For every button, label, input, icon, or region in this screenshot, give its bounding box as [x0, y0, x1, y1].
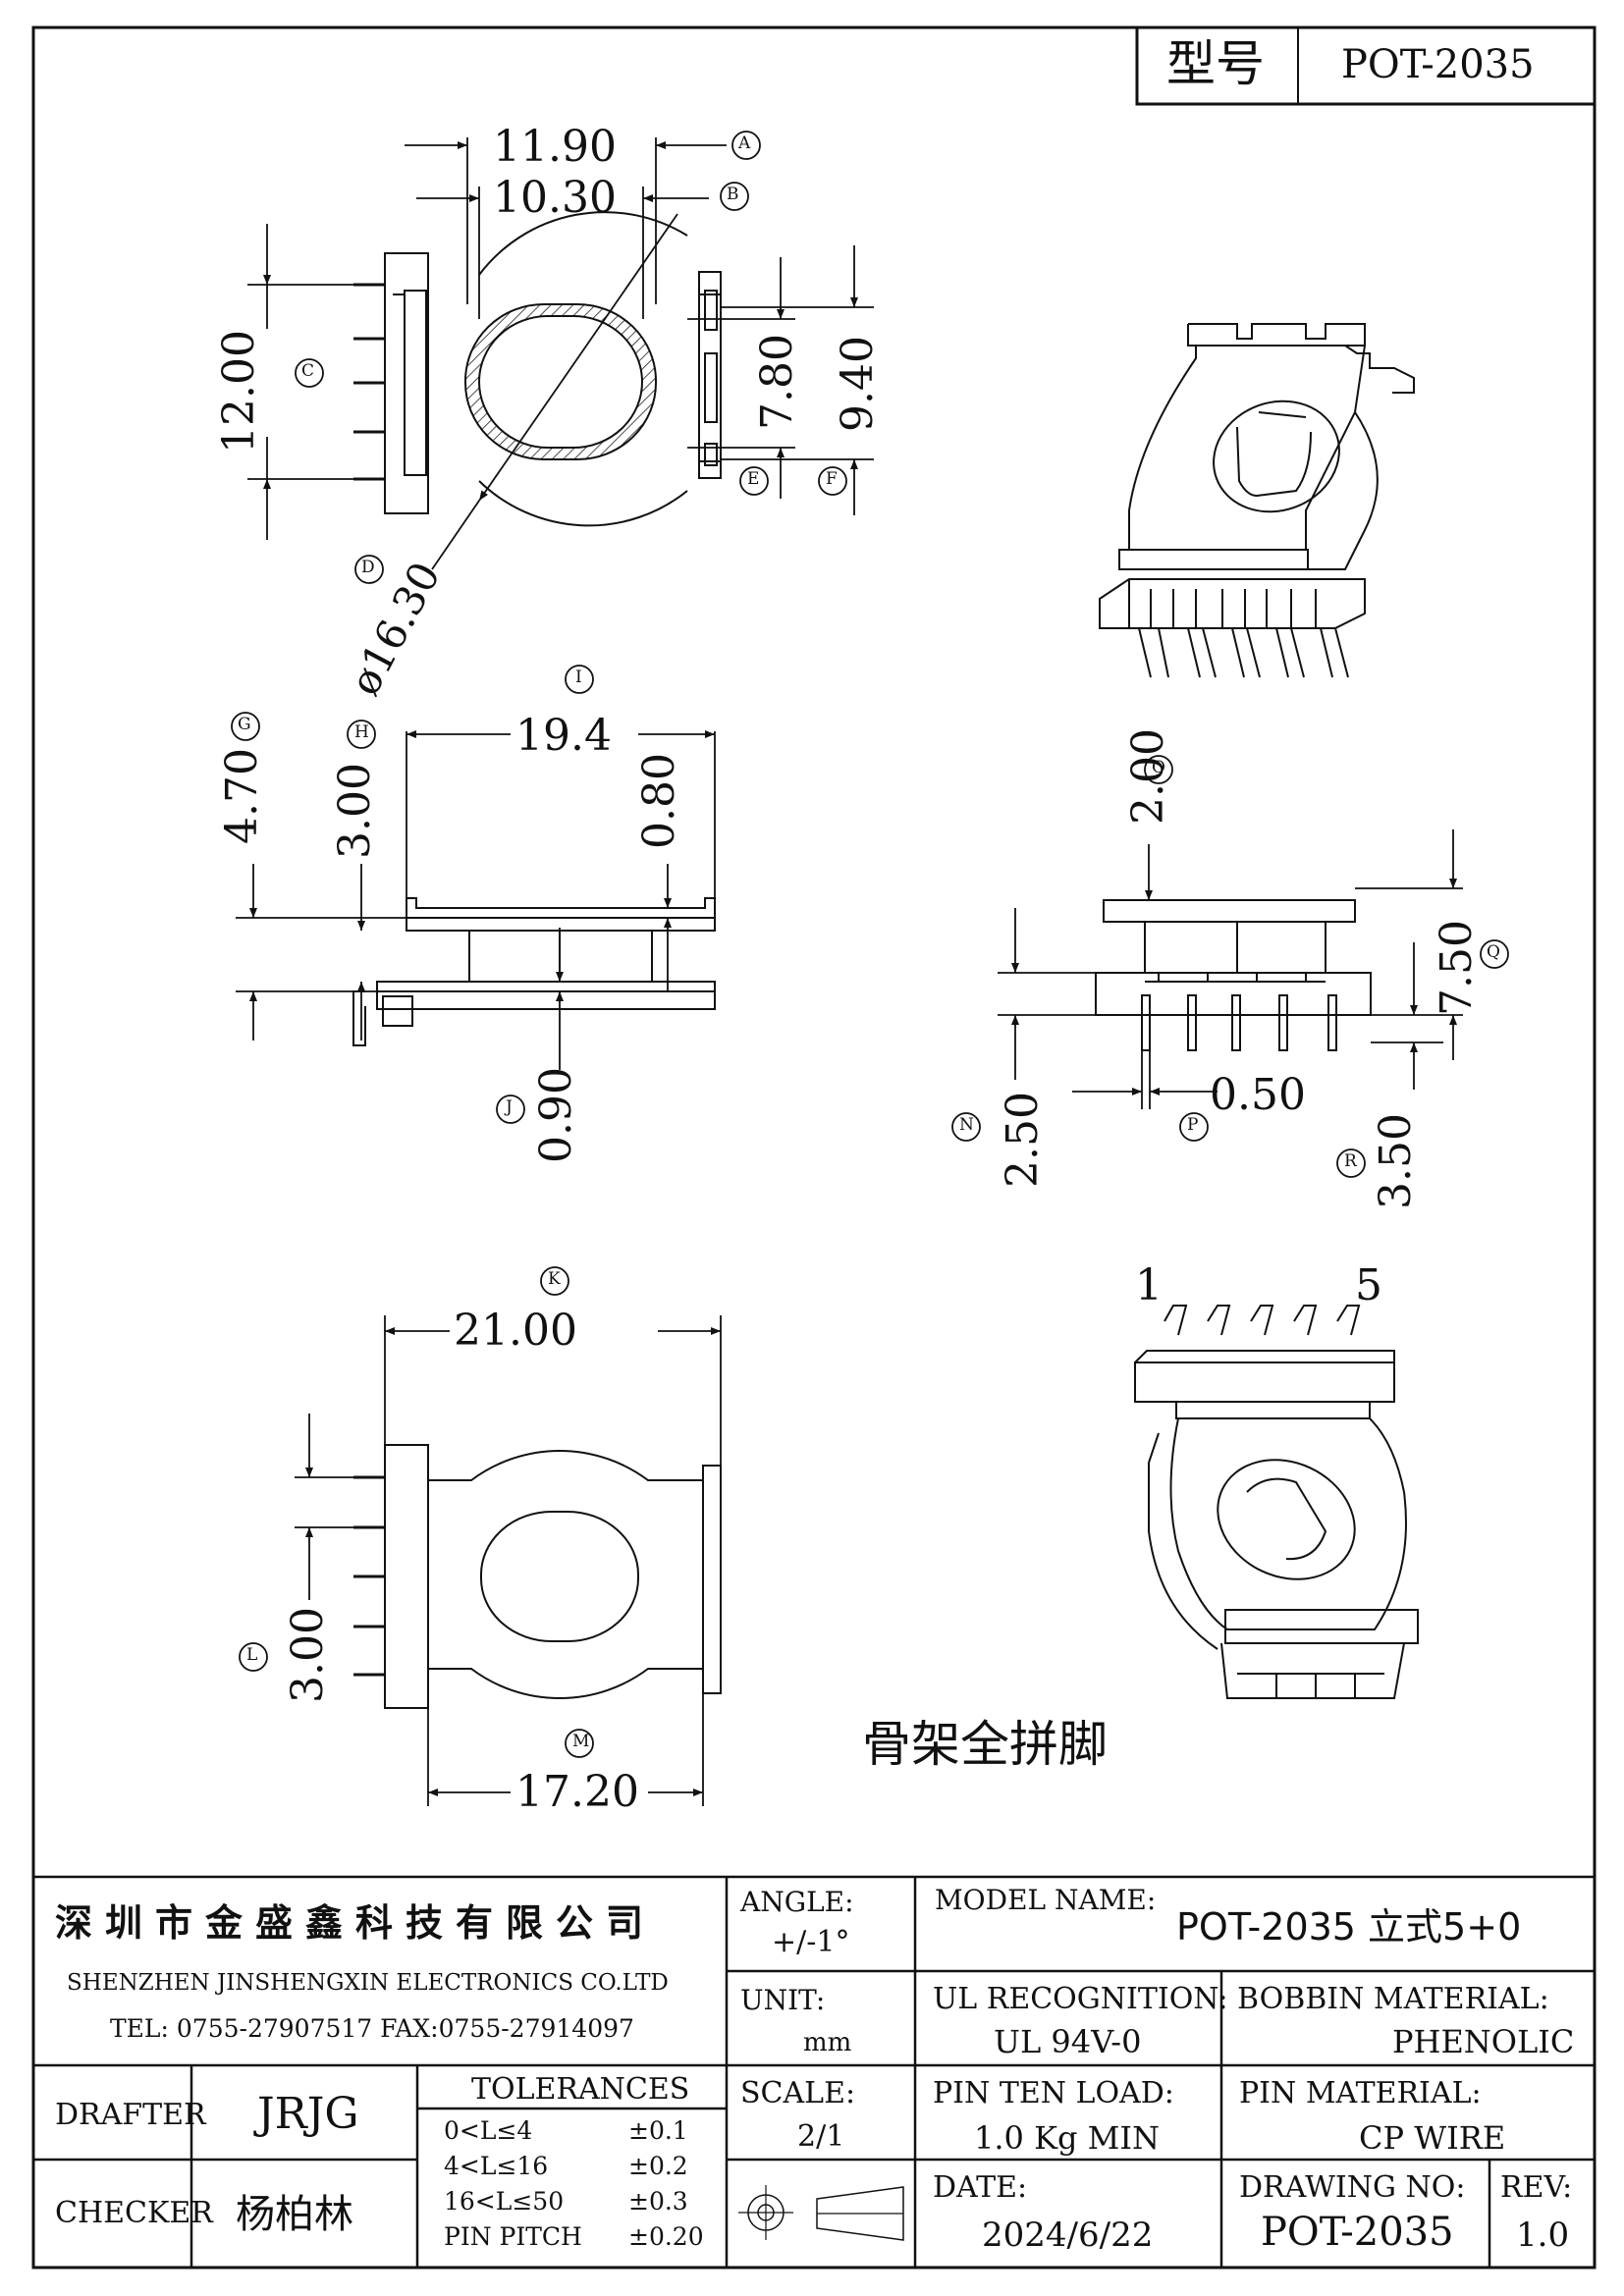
dim-m-mark: M	[572, 1732, 590, 1751]
model-label: 型号	[1166, 35, 1265, 92]
drawing-no-value: POT-2035	[1261, 2210, 1454, 2255]
circled-marks	[231, 131, 1509, 1758]
dim-c-mark: C	[301, 361, 315, 381]
dim-p-value: 0.50	[1210, 1070, 1306, 1120]
company-contact: TEL: 0755-27907517 FAX:0755-27914097	[110, 2014, 634, 2043]
angle-label: ANGLE:	[740, 1886, 854, 1918]
tol-value-2: ±0.2	[628, 2152, 688, 2180]
dim-b-value: 10.30	[493, 173, 617, 223]
checker-label: CHECKER	[55, 2196, 213, 2230]
top-view	[353, 211, 722, 527]
pin-label-first: 1	[1135, 1260, 1163, 1310]
dim-a-value: 11.90	[493, 122, 617, 172]
dim-o-mark: O	[1152, 758, 1165, 777]
isometric-view-top	[1099, 323, 1415, 678]
dim-b-mark: B	[727, 185, 739, 204]
dim-l-value: 3.00	[283, 1607, 333, 1703]
tol-range-4: PIN PITCH	[444, 2222, 582, 2251]
dim-c-value: 12.00	[214, 330, 264, 454]
dim-e-mark: E	[747, 469, 760, 489]
sheet-border	[31, 26, 1597, 2269]
drafter-label: DRAFTER	[55, 2098, 206, 2132]
dim-a-mark: A	[738, 133, 751, 153]
unit-label: UNIT:	[740, 1984, 826, 2016]
dim-n-mark: N	[959, 1115, 974, 1135]
scale-label: SCALE:	[740, 2076, 856, 2110]
note-all-pins: 骨架全拼脚	[862, 1716, 1108, 1773]
pin-load-label: PIN TEN LOAD:	[933, 2076, 1174, 2110]
dim-d-mark: D	[361, 558, 375, 577]
dim-l-mark: L	[246, 1645, 258, 1665]
dim-r-value: 3.50	[1371, 1113, 1421, 1209]
rev-label: REV:	[1500, 2170, 1573, 2205]
bobbin-value: PHENOLIC	[1392, 2023, 1575, 2060]
dim-j-value: 0.80	[634, 753, 684, 849]
model-title-box	[1135, 26, 1597, 106]
date-label: DATE:	[933, 2170, 1028, 2205]
side-view	[352, 897, 716, 1046]
pin-material-value: CP WIRE	[1359, 2119, 1506, 2157]
model-name-value: POT-2035 立式5+0	[1176, 1905, 1522, 1949]
model-name-label: MODEL NAME:	[935, 1884, 1157, 1916]
dim-h-value: 3.00	[330, 763, 380, 859]
dim-k-mark: K	[548, 1269, 561, 1289]
dim-p-mark: P	[1187, 1115, 1199, 1135]
angle-value: +/-1°	[772, 1925, 850, 1959]
dim-e-value: 7.80	[752, 334, 802, 430]
isometric-view-bottom	[1134, 1305, 1419, 1699]
scale-value: 2/1	[797, 2119, 845, 2154]
rev-value: 1.0	[1516, 2216, 1570, 2255]
ul-label: UL RECOGNITION:	[933, 1982, 1228, 2016]
dim-f-mark: F	[826, 469, 838, 489]
dim-m-value: 17.20	[515, 1767, 639, 1817]
company-name-en: SHENZHEN JINSHENGXIN ELECTRONICS CO.LTD	[67, 1970, 669, 1996]
dim-g-value: 4.70	[217, 748, 267, 844]
pin-label-last: 5	[1355, 1260, 1382, 1310]
date-value: 2024/6/22	[982, 2216, 1154, 2255]
dim-i-mark: I	[575, 667, 582, 687]
pin-material-label: PIN MATERIAL:	[1239, 2076, 1482, 2110]
model-value: POT-2035	[1341, 42, 1535, 87]
tol-range-2: 4<L≤16	[444, 2152, 549, 2180]
dim-i-value: 19.4	[515, 711, 612, 761]
checker-value: 杨柏林	[236, 2192, 353, 2237]
dim-k-value: 21.00	[454, 1306, 577, 1356]
bobbin-label: BOBBIN MATERIAL:	[1237, 1982, 1549, 2016]
dim-g-mark: G	[238, 715, 251, 734]
tol-range-3: 16<L≤50	[444, 2187, 565, 2216]
dim-f-value: 9.40	[833, 336, 883, 432]
dim-r-mark: R	[1344, 1151, 1357, 1171]
tol-value-3: ±0.3	[628, 2187, 688, 2216]
ul-value: UL 94V-0	[994, 2023, 1142, 2060]
front-view	[1095, 899, 1372, 1051]
tolerances-label: TOLERANCES	[471, 2072, 690, 2107]
tol-value-4: ±0.20	[628, 2222, 704, 2251]
drafter-value: JRJG	[257, 2089, 359, 2139]
pin-load-value: 1.0 Kg MIN	[974, 2119, 1161, 2157]
drawing-no-label: DRAWING NO:	[1239, 2170, 1466, 2205]
dim-h-mark: H	[354, 722, 369, 742]
tol-value-1: ±0.1	[628, 2116, 688, 2145]
dim-n-value: 2.50	[998, 1092, 1048, 1188]
dim-q-value: 7.50	[1432, 920, 1482, 1016]
unit-value: mm	[803, 2028, 852, 2057]
dim-j2-value: 0.90	[531, 1067, 581, 1163]
title-block-grid	[33, 1875, 1595, 2268]
tol-range-1: 0<L≤4	[444, 2116, 533, 2145]
dim-q-mark: Q	[1487, 942, 1500, 962]
bottom-view	[353, 1444, 722, 1709]
dim-j2-mark: J	[506, 1097, 513, 1117]
company-name-cn: 深圳市金盛鑫科技有限公司	[55, 1901, 657, 1945]
